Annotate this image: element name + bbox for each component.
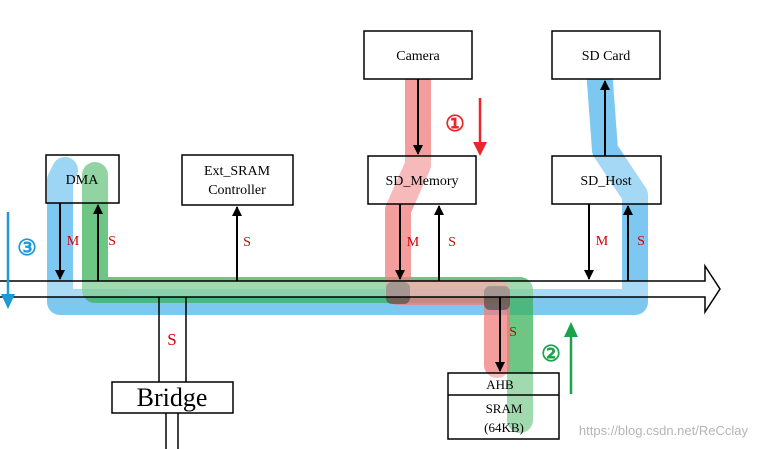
- red-path-highlight: [385, 39, 510, 378]
- sram-label: SRAM: [486, 401, 523, 416]
- bridge-label: Bridge: [137, 383, 208, 412]
- sd-host-block: SD_Host: [551, 155, 662, 205]
- sd-host-label: SD_Host: [580, 174, 631, 189]
- bridge-block: Bridge: [111, 297, 234, 449]
- red-path-indicator: ①: [445, 98, 487, 156]
- connections: [55, 79, 633, 372]
- ahb-sram-block: AHB SRAM (64KB): [447, 372, 560, 440]
- camera-label: Camera: [396, 49, 440, 64]
- sd-memory-block: SD_Memory: [367, 155, 477, 205]
- sd-host-slave-label: S: [637, 234, 645, 249]
- blue-path-indicator: ③: [1, 212, 37, 309]
- sram-size-label: (64KB): [484, 420, 524, 435]
- main-bus-arrow: [0, 263, 721, 315]
- bridge-slave-label: S: [167, 330, 176, 349]
- sd-card-block: SD Card: [551, 30, 661, 80]
- camera-block: Camera: [363, 30, 473, 80]
- green-path-indicator: ②: [541, 322, 578, 394]
- ext-sram-label-line2: Controller: [208, 183, 266, 198]
- sd-memory-master-label: M: [407, 235, 420, 250]
- dma-master-label: M: [67, 234, 80, 249]
- sd-memory-slave-label: S: [448, 235, 456, 250]
- watermark-text: https://blog.csdn.net/ReCclay: [579, 423, 749, 438]
- ahb-label: AHB: [486, 377, 514, 392]
- ext-sram-controller-block: Ext_SRAM Controller: [181, 154, 294, 206]
- blue-path-highlight: [47, 69, 648, 315]
- dma-label: DMA: [66, 173, 100, 188]
- sd-host-master-label: M: [596, 234, 609, 249]
- ahb-sram-slave-label: S: [509, 325, 517, 340]
- sd-card-label: SD Card: [582, 49, 631, 64]
- ext-sram-slave-label: S: [243, 235, 251, 250]
- overlap-accents: [386, 282, 510, 310]
- ext-sram-label-line1: Ext_SRAM: [204, 164, 271, 179]
- sd-memory-label: SD_Memory: [385, 174, 458, 189]
- green-path-highlight: [82, 162, 533, 433]
- dma-block: DMA: [45, 154, 120, 204]
- port-labels: M S S M S M S S S: [67, 234, 645, 349]
- dma-slave-label: S: [108, 234, 116, 249]
- blue-path-number: ③: [17, 235, 37, 260]
- green-path-number: ②: [541, 341, 561, 366]
- red-path-number: ①: [445, 111, 465, 136]
